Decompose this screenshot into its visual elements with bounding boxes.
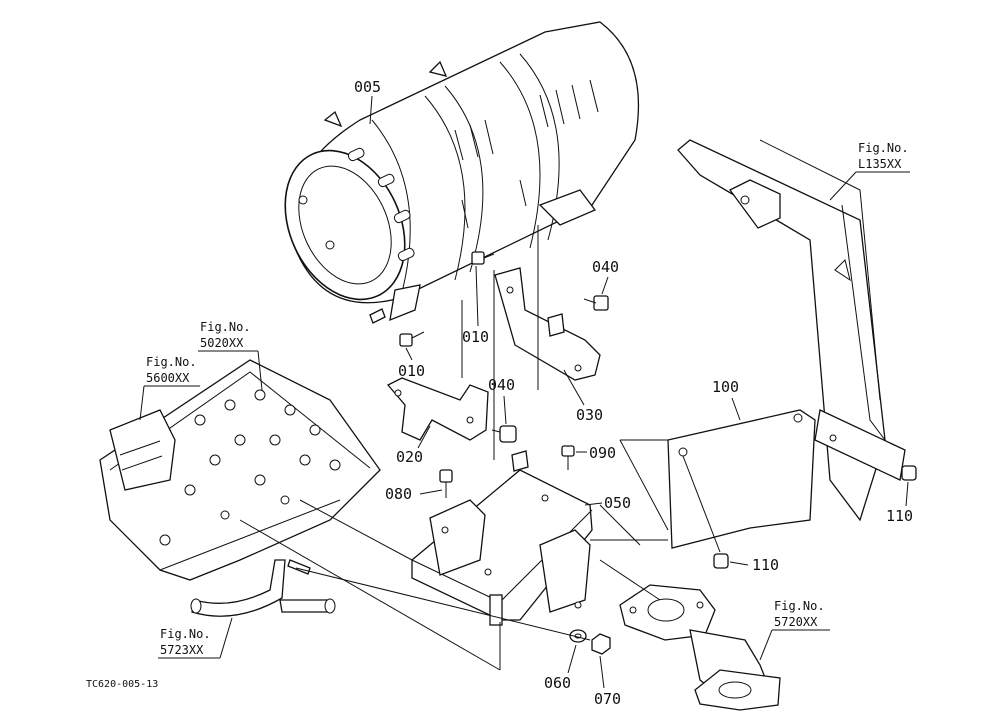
bolt-010-upper	[471, 251, 495, 265]
part-label-100: 100	[712, 378, 739, 396]
heat-shield-100-drawing	[667, 409, 816, 549]
bolt-040-upper	[583, 295, 609, 311]
exhaust-elbow-drawing	[619, 584, 781, 711]
assembly-lines	[239, 225, 669, 671]
fig-ref-l135-title: Fig.No.	[858, 141, 909, 155]
part-label-080: 080	[385, 485, 412, 503]
part-label-040-lower: 040	[488, 376, 515, 394]
part-label-070: 070	[594, 690, 621, 708]
part-label-110-right: 110	[886, 507, 913, 525]
fig-ref-5720-title: Fig.No.	[774, 599, 825, 613]
fig-ref-5020-title: Fig.No.	[200, 320, 251, 334]
bolt-010-lower	[399, 331, 425, 347]
part-label-010-lower: 010	[398, 362, 425, 380]
bolt-040-lower	[491, 425, 517, 443]
fig-ref-5020-number: 5020XX	[200, 336, 244, 350]
muffler-drawing	[284, 21, 640, 324]
nut-070	[591, 633, 611, 655]
washer-060	[569, 629, 587, 643]
bolt-080	[439, 469, 453, 498]
fig-ref-5720-number: 5720XX	[774, 615, 818, 629]
bolt-110-center	[713, 553, 729, 569]
part-label-110-center: 110	[752, 556, 779, 574]
part-label-090: 090	[589, 444, 616, 462]
part-label-005: 005	[354, 78, 381, 96]
part-label-060: 060	[544, 674, 571, 692]
bracket-030-drawing	[494, 267, 601, 381]
fig-ref-l135-number: L135XX	[858, 157, 902, 171]
bracket-020-drawing	[386, 377, 489, 441]
part-label-050: 050	[604, 494, 631, 512]
fig-ref-5600-title: Fig.No.	[146, 355, 197, 369]
fig-ref-5600-number: 5600XX	[146, 371, 190, 385]
part-label-010-upper: 010	[462, 328, 489, 346]
fig-ref-5723-title: Fig.No.	[160, 627, 211, 641]
part-label-040-upper: 040	[592, 258, 619, 276]
engine-head-drawing	[99, 359, 381, 581]
water-pipe-drawing	[190, 559, 336, 617]
bolt-110-right	[901, 465, 917, 481]
fig-ref-5723-number: 5723XX	[160, 643, 204, 657]
diagram-code: TC620-005-13	[86, 679, 158, 690]
part-label-030: 030	[576, 406, 603, 424]
bracket-050-drawing	[411, 450, 593, 626]
frame-drawing	[677, 139, 906, 522]
part-label-020: 020	[396, 448, 423, 466]
bolt-090	[561, 445, 575, 470]
